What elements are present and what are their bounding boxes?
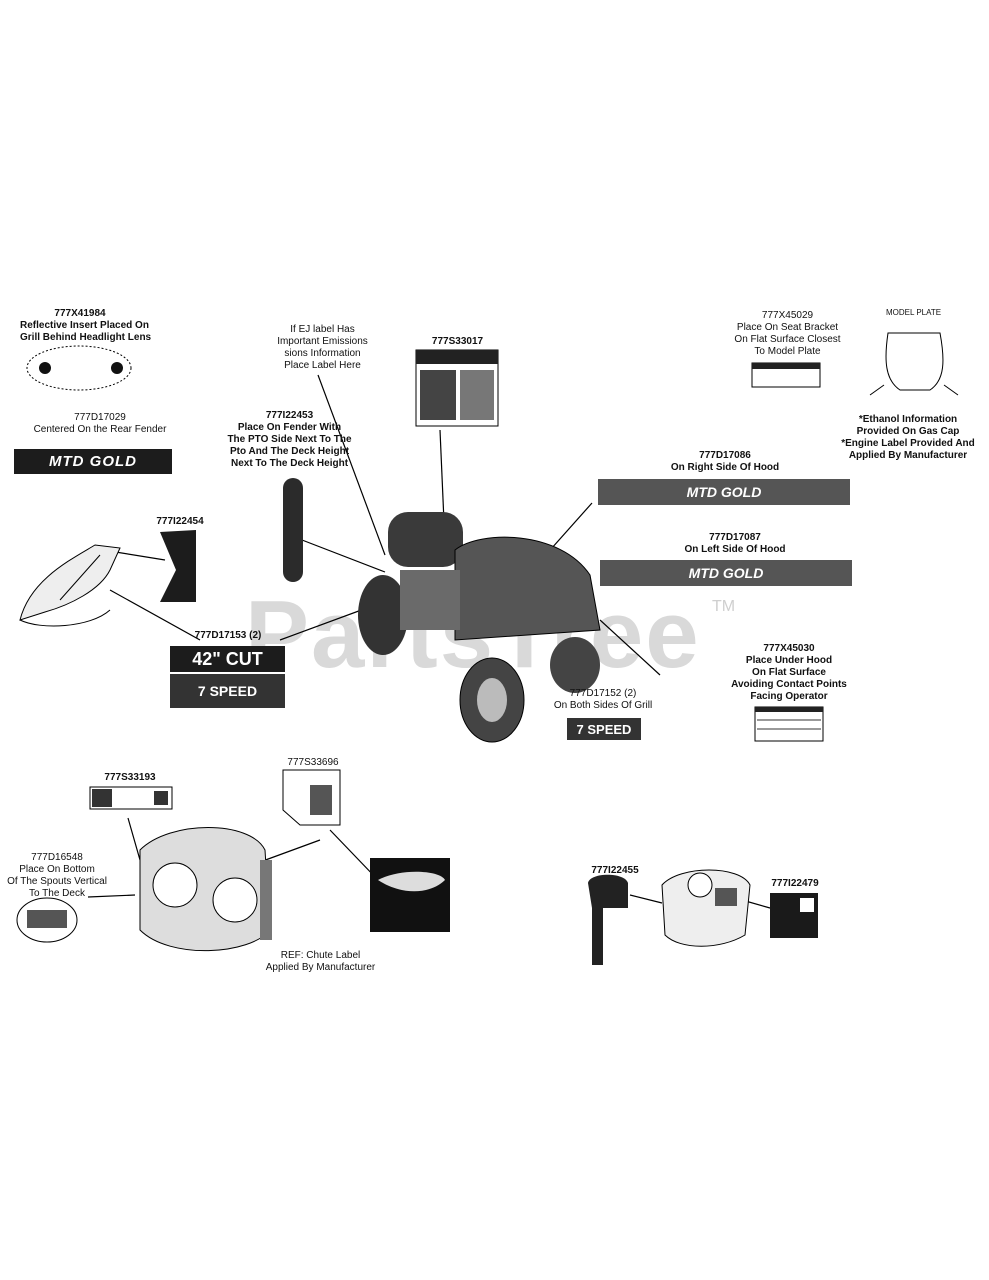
tractor-drawing: [358, 512, 601, 743]
leader-777I22455: [629, 894, 663, 904]
mower-deck-drawing: [139, 827, 272, 952]
decal-42-cut: 42" CUT: [170, 646, 285, 672]
decal-mtd-gold-rear: MTD GOLD: [14, 449, 172, 474]
decal-mtd-gold-left-hood: MTD GOLD: [600, 560, 852, 586]
callout-777S33696: 777S33696: [287, 757, 339, 768]
leader-777S33193: [127, 817, 141, 861]
reflective-insert-drawing: [26, 345, 132, 391]
leader-fender: [301, 539, 386, 573]
callout-777D17152: 777D17152 (2)On Both Sides Of Grill: [553, 688, 653, 711]
leader-777D17152: [599, 619, 661, 676]
callout-777D17153: 777D17153 (2): [194, 630, 262, 641]
callout-model-plate: MODEL PLATE: [885, 308, 942, 317]
callout-777I22454: 777I22454: [156, 516, 204, 527]
leader-777D17153-left: [109, 589, 201, 641]
decal-7-speed-large: 7 SPEED: [170, 674, 285, 708]
decal-mtd-gold-right-hood: MTD GOLD: [598, 479, 850, 505]
callout-777S33193: 777S33193: [104, 772, 156, 783]
watermark-tm: TM: [712, 598, 736, 615]
leader-777S33696: [259, 839, 321, 863]
callout-777I22455: 777I22455: [591, 865, 639, 876]
leader-777D16548: [87, 894, 136, 898]
callout-777S33017: 777S33017: [431, 336, 484, 347]
leader-emissions: [317, 374, 386, 556]
callout-777I22479: 777I22479: [771, 878, 819, 889]
decal-7-speed-small: 7 SPEED: [567, 718, 641, 740]
